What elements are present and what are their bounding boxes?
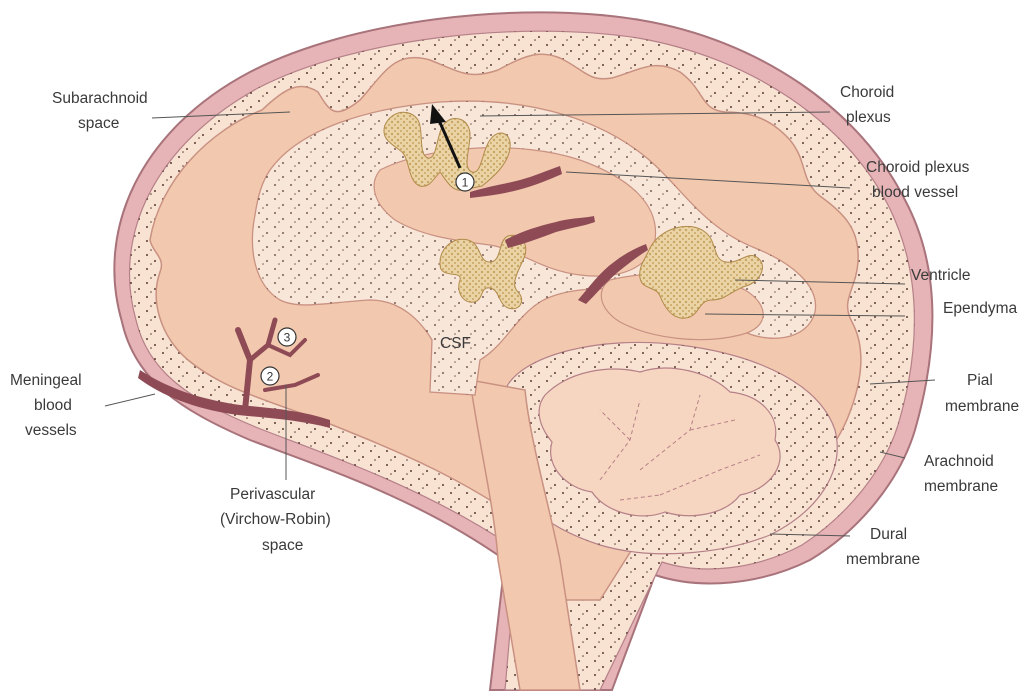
svg-text:1: 1 — [462, 176, 469, 190]
label-choroid-plexus: Choroid plexus — [840, 84, 899, 126]
label-subarachnoid-space: Subarachnoid space — [52, 90, 152, 132]
label-ventricle: Ventricle — [911, 267, 970, 284]
label-ependyma: Ependyma — [943, 300, 1017, 317]
csf-label: CSF — [440, 335, 471, 352]
marker-3: 3 — [278, 328, 296, 346]
label-meningeal-blood-vessels: Meningeal blood vessels — [10, 372, 86, 439]
label-pial-membrane: Pial membrane — [945, 372, 1019, 415]
label-perivascular-space: Perivascular (Virchow-Robin) space — [220, 486, 335, 554]
label-dural-membrane: Dural membrane — [846, 526, 920, 568]
marker-2: 2 — [261, 367, 279, 385]
svg-text:2: 2 — [267, 370, 274, 384]
marker-1: 1 — [456, 173, 474, 191]
label-arachnoid-membrane: Arachnoid membrane — [924, 453, 998, 495]
svg-text:3: 3 — [284, 331, 291, 345]
